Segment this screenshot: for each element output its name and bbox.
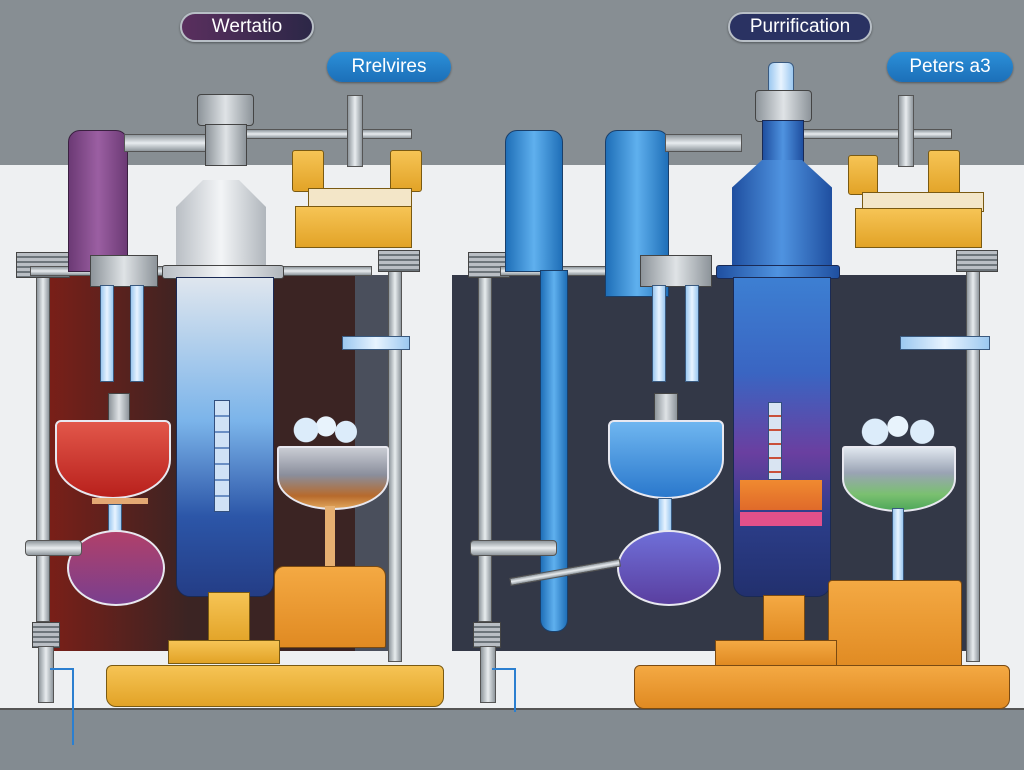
left-collection-beaker [274, 566, 386, 648]
left-column-top [176, 180, 266, 270]
right-flow-line [492, 668, 516, 712]
left-subtitle-label: Rrelvires [327, 52, 451, 82]
right-column-neck [762, 120, 804, 162]
right-subtitle-label: Peters a3 [887, 52, 1013, 82]
right-reservoir-tank [855, 208, 982, 248]
left-column-cap [197, 94, 254, 126]
left-frame-pipe-right [388, 260, 402, 662]
right-filter-column [733, 277, 831, 597]
right-orange-layer [740, 480, 822, 510]
left-reservoir-clip-right [390, 150, 422, 192]
right-collection-block [828, 580, 962, 670]
left-tube-manifold [90, 255, 158, 287]
right-valve-knob-right [956, 250, 998, 272]
right-frame-pipe-right [966, 260, 980, 662]
right-purple-flask [617, 530, 721, 606]
left-bubbles [290, 412, 370, 448]
right-drain-coupling [473, 622, 501, 648]
right-bubbles [860, 412, 944, 448]
right-base-platform [634, 665, 1010, 709]
right-reservoir-clip [848, 155, 878, 195]
left-title-label: Wertatio [180, 12, 314, 42]
right-drain-pipe [480, 646, 496, 703]
right-column-top [732, 160, 832, 270]
right-tube-2 [685, 285, 699, 382]
right-column-stand [763, 595, 805, 642]
left-tube-1 [100, 285, 114, 382]
left-red-funnel [55, 420, 171, 499]
left-filter-cup [277, 446, 389, 510]
right-column-cap [755, 90, 812, 122]
floor [0, 708, 1024, 770]
left-flow-line [50, 668, 74, 745]
left-frame-pipe [36, 270, 50, 622]
left-drain-coupling [32, 622, 60, 648]
right-tube-manifold [640, 255, 712, 287]
left-reservoir-clip [292, 150, 324, 192]
left-valve-knob-right [378, 250, 420, 272]
left-reservoir-feed [347, 95, 363, 167]
left-blue-bypass [342, 336, 410, 350]
right-pink-layer [740, 512, 822, 526]
right-level-gauge [768, 402, 782, 480]
left-cup-stem [325, 506, 335, 566]
right-top-pipe [665, 134, 742, 152]
right-blue-bypass [900, 336, 990, 350]
left-base-platform [106, 665, 444, 707]
left-funnel-ring [92, 498, 148, 504]
right-column-nozzle [768, 62, 794, 92]
right-reservoir-clip-right [928, 150, 960, 196]
right-blue-pipe-1 [505, 130, 563, 272]
right-side-spout [470, 540, 557, 556]
left-purple-pipe [68, 130, 128, 272]
left-side-spout [25, 540, 82, 556]
left-top-pipe [124, 134, 216, 152]
left-drain-pipe [38, 646, 54, 703]
right-upper-line [780, 129, 952, 139]
left-purple-flask [67, 530, 165, 606]
left-reservoir-tank [295, 206, 412, 248]
left-funnel-stopper [108, 393, 130, 423]
right-frame-pipe [478, 270, 492, 622]
left-level-gauge [214, 400, 230, 512]
right-filter-cup [842, 446, 956, 512]
right-tube-1 [652, 285, 666, 382]
left-column-neck [205, 124, 247, 166]
right-base-step [715, 640, 837, 666]
right-cup-stem [892, 508, 904, 586]
right-blue-funnel [608, 420, 724, 499]
left-upper-line [240, 129, 412, 139]
left-column-stand [208, 592, 250, 644]
right-funnel-stopper [654, 393, 678, 423]
right-title-label: Purrification [728, 12, 872, 42]
right-reservoir-feed [898, 95, 914, 167]
left-base-step [168, 640, 280, 664]
left-tube-2 [130, 285, 144, 382]
